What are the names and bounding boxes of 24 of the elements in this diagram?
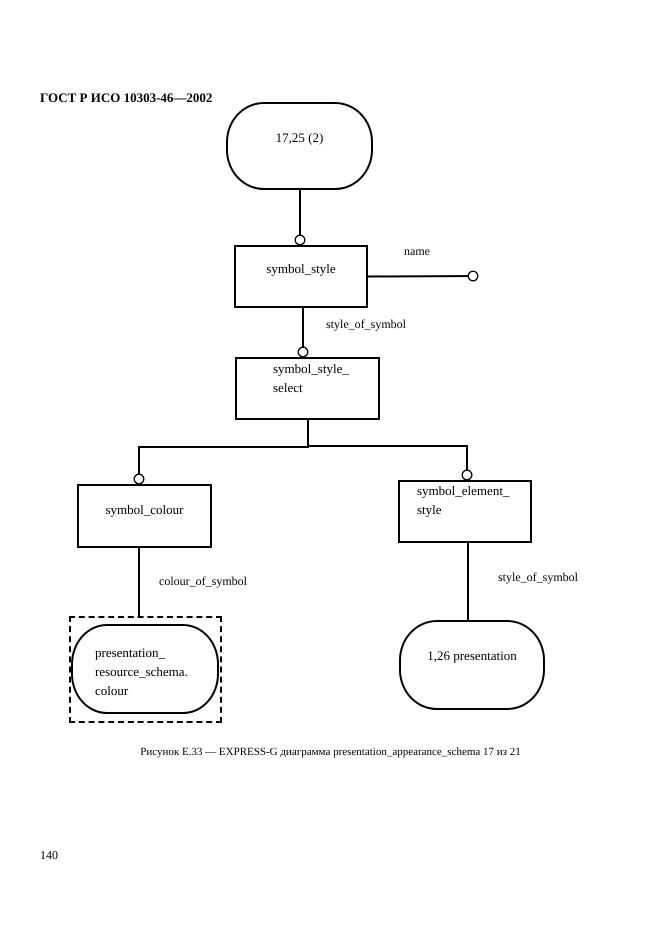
entity-box [398,480,532,543]
edge-label: style_of_symbol [325,317,407,332]
schema-reference-frame [69,616,222,723]
relationship-line [294,190,306,246]
relationship-line [307,420,472,480]
relationship-line [368,270,478,282]
entity-box [77,484,212,548]
figure-caption: Рисунок Е.33 — EXPRESS-G диаграмма presentation_appearance_schema 17 из 21 [139,746,522,758]
relationship-line [467,543,469,620]
entity-name: 17,25 (2) [274,129,324,147]
entity-name: presentation_ resource_schema. colour [95,644,189,700]
entity-name: symbol_style_ select [273,360,350,397]
relationship-line [138,548,140,616]
entity-name: 1,26 presentation [426,647,518,665]
entity-name: symbol_element_ style [417,482,510,519]
page-number: 140 [40,848,58,863]
page-header: ГОСТ Р ИСО 10303-46—2002 [40,90,212,106]
entity-name: symbol_colour [104,501,184,519]
relationship-line [298,308,308,358]
entity-box [235,357,380,420]
edge-label: colour_of_symbol [158,574,248,589]
entity-name: symbol_style [265,260,337,278]
entity-box [234,245,368,308]
edge-label: style_of_symbol [497,570,579,585]
